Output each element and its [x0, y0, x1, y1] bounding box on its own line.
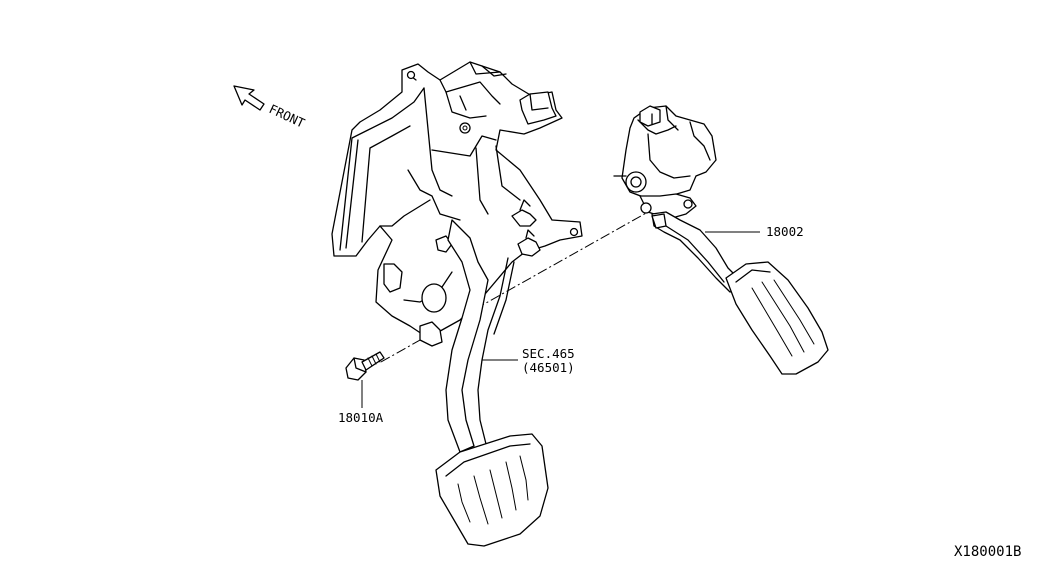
front-arrow-icon: [233, 85, 265, 111]
accelerator-pedal-assembly: [613, 105, 829, 375]
mounting-bolt: [345, 351, 385, 381]
part-ref-bolt: 18010A: [338, 410, 384, 425]
figure-code: X180001B: [954, 544, 1021, 560]
part-ref-accelerator: 18002: [766, 224, 804, 239]
assembly-centerline: [380, 211, 649, 363]
brake-pedal-assembly: [331, 61, 583, 547]
part-ref-brake-section: SEC.465: [522, 346, 575, 361]
front-label: FRONT: [267, 101, 308, 131]
part-ref-brake-number: (46501): [522, 360, 575, 375]
